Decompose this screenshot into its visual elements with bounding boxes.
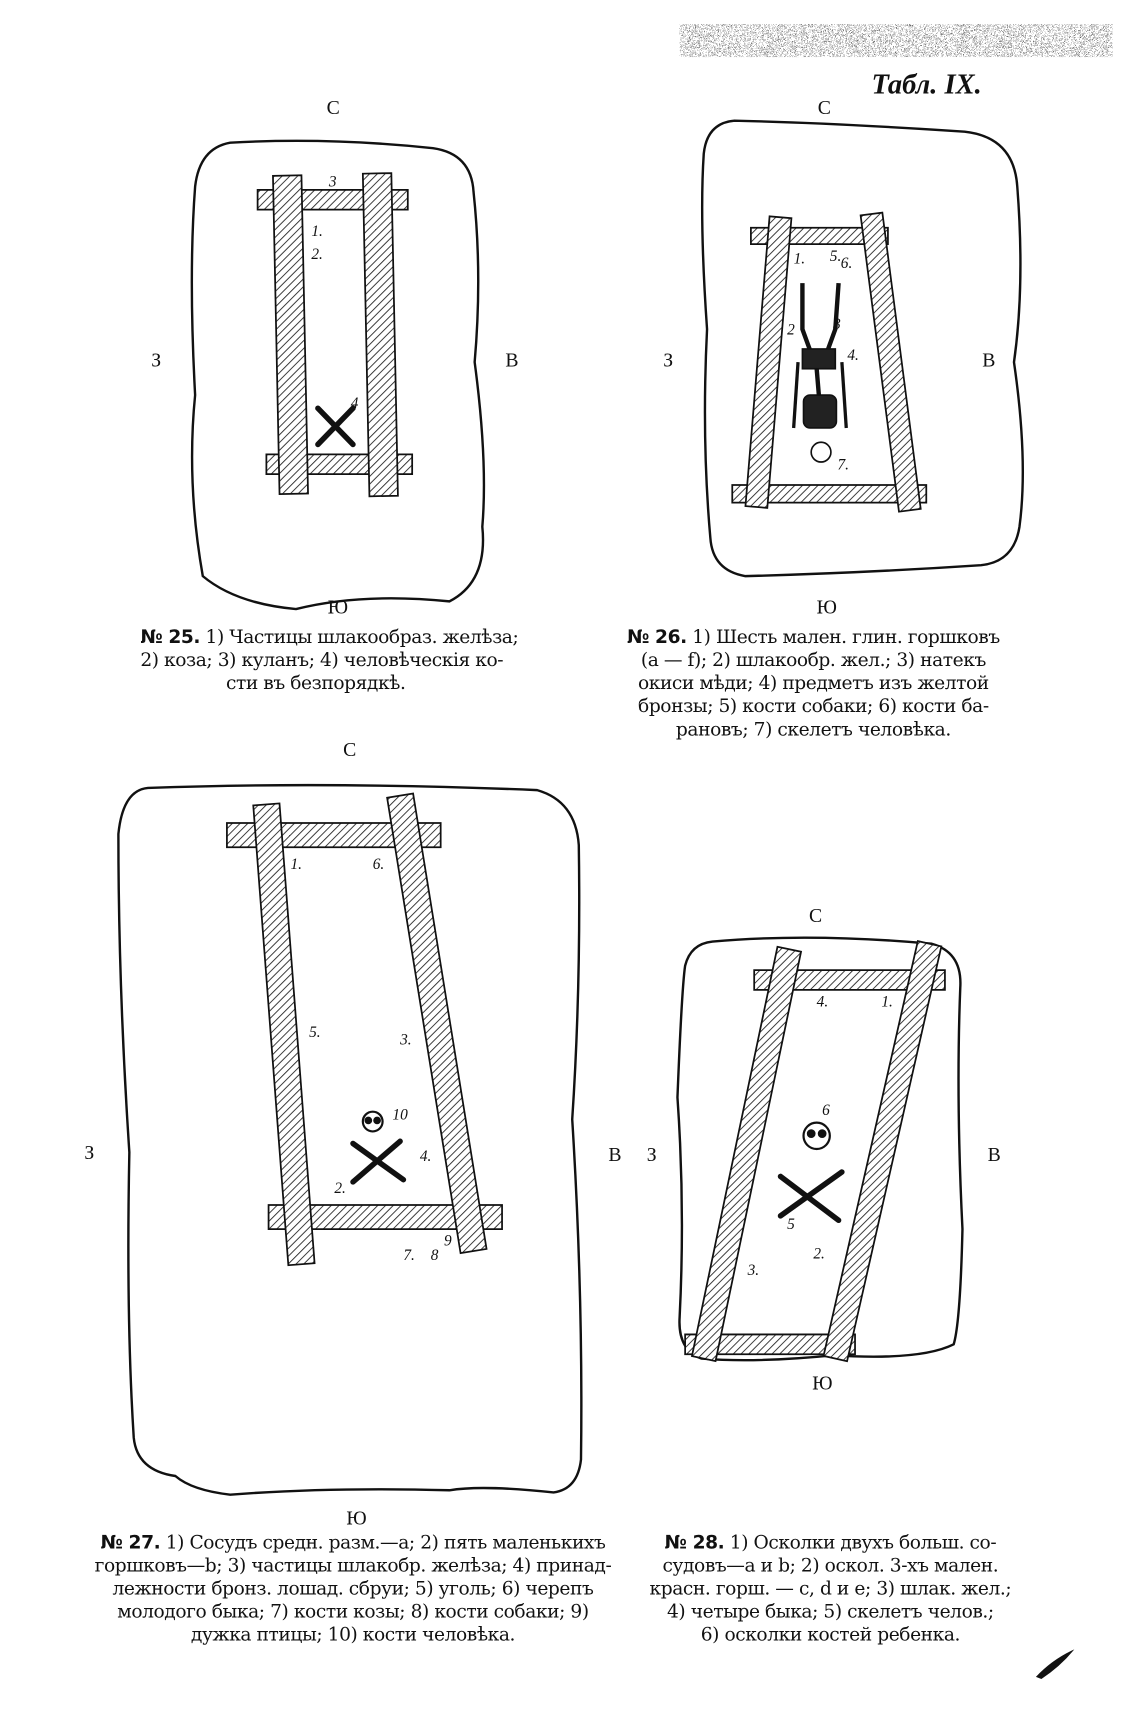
compass-north-25: С xyxy=(326,96,340,119)
caption-line: 1) Сосудъ средн. разм.—a; 2) пять малень… xyxy=(165,1531,606,1554)
find-label: 1. xyxy=(290,856,302,873)
find-label: 5. xyxy=(309,1024,321,1041)
log-beam xyxy=(386,792,488,1255)
compass-east-27: В xyxy=(608,1143,622,1166)
find-label: 4 xyxy=(351,395,359,412)
caption-line: судовъ—a и b; 2) оскол. 3-хъ мален. xyxy=(662,1555,999,1577)
log-beam xyxy=(744,215,793,509)
find-label: 6. xyxy=(841,255,853,272)
log-beam xyxy=(822,940,943,1363)
compass-south-25: Ю xyxy=(327,595,349,618)
caption-line: 4) четыре быка; 5) скелетъ челов.; xyxy=(666,1601,994,1624)
caption-28: № 28. 1) Осколки двухъ больш. со- судовъ… xyxy=(647,1532,1014,1647)
crossed-bones-icon xyxy=(777,1169,845,1224)
find-label: 1. xyxy=(881,993,893,1010)
find-label: 2 xyxy=(787,322,795,339)
compass-south-28: Ю xyxy=(812,1371,833,1394)
log-beams xyxy=(226,172,946,1363)
log-beam xyxy=(684,1333,856,1356)
caption-line: рановъ; 7) скелетъ человѣка. xyxy=(675,718,951,741)
compass-east-25: В xyxy=(505,348,519,371)
caption-line: окиси мѣди; 4) предметъ изъ желтой xyxy=(637,672,989,695)
find-label: 2. xyxy=(311,246,323,263)
find-label: 2. xyxy=(334,1180,346,1197)
caption-line: дужка птицы; 10) кости человѣка. xyxy=(190,1624,516,1647)
caption-line: горшковъ—b; 3) частицы шлакобр. желѣза; … xyxy=(94,1555,612,1577)
find-label: 2. xyxy=(813,1246,825,1263)
caption-line: 1) Частицы шлакообраз. желѣза; xyxy=(205,626,519,649)
caption-27: № 27. 1) Сосудъ средн. разм.—a; 2) пять … xyxy=(90,1532,616,1647)
grave-outline-27 xyxy=(117,783,583,1496)
compass-south-27: Ю xyxy=(346,1506,367,1529)
grave-outline-28 xyxy=(676,936,964,1362)
caption-line: красн. горш. — c, d и e; 3) шлак. жел.; xyxy=(649,1578,1012,1601)
compass-north-27: С xyxy=(343,738,357,761)
plate-title: Табл. IX. xyxy=(871,68,982,100)
caption-line: 1) Шесть мален. глин. горшковъ xyxy=(692,626,1000,649)
figure-number: № 27. xyxy=(100,1531,161,1554)
compass-north-26: С xyxy=(817,96,831,119)
find-label: 4. xyxy=(817,993,829,1010)
log-beam xyxy=(272,174,309,496)
caption-line: (a — f); 2) шлакообр. жел.; 3) натекъ xyxy=(640,649,986,672)
log-beam xyxy=(753,969,946,991)
ink-mark xyxy=(1035,1649,1075,1680)
log-beam xyxy=(267,1204,503,1230)
crossed-bones-icon xyxy=(315,405,356,448)
caption-26: № 26. 1) Шесть мален. глин. горшковъ (a … xyxy=(616,627,1011,742)
skeleton-icon xyxy=(792,282,848,463)
compass-east-26: В xyxy=(982,348,996,371)
caption-line: 2) коза; 3) куланъ; 4) человѣческія ко- xyxy=(140,649,504,672)
caption-line: лежности бронз. лошад. сбруи; 5) уголь; … xyxy=(112,1578,594,1601)
find-label: 6 xyxy=(822,1102,830,1119)
log-beam xyxy=(859,211,922,513)
find-label: 1. xyxy=(311,223,323,240)
find-label: 6. xyxy=(373,856,385,873)
skull-icon xyxy=(361,1110,384,1133)
find-label: 1. xyxy=(794,250,806,267)
skull-icon xyxy=(802,1121,831,1151)
log-beam xyxy=(252,802,316,1267)
log-beam xyxy=(690,945,803,1363)
find-label: 8 xyxy=(431,1247,439,1264)
find-label: 4. xyxy=(847,347,859,364)
compass-east-28: В xyxy=(987,1143,1001,1166)
log-beam xyxy=(361,172,399,498)
caption-line: 6) осколки костей ребенка. xyxy=(700,1624,961,1647)
find-label: 9 xyxy=(444,1233,452,1250)
find-label: 7. xyxy=(403,1247,415,1264)
caption-line: молодого быка; 7) кости козы; 8) кости с… xyxy=(117,1601,589,1624)
print-smudge xyxy=(679,24,1113,58)
find-label: 3. xyxy=(747,1262,760,1279)
find-label: 3 xyxy=(832,316,841,333)
grave-outline-25 xyxy=(190,139,486,611)
compass-south-26: Ю xyxy=(816,595,837,618)
caption-line: бронзы; 5) кости собаки; 6) кости ба- xyxy=(638,695,989,718)
find-label: 4. xyxy=(420,1148,432,1165)
caption-25: № 25. 1) Частицы шлакообраз. желѣза; 2) … xyxy=(140,626,518,696)
caption-line: 1) Осколки двухъ больш. со- xyxy=(729,1531,997,1554)
compass-north-28: С xyxy=(808,904,823,927)
find-label: 10 xyxy=(392,1106,408,1123)
find-label: 3. xyxy=(399,1032,412,1049)
find-label: 7. xyxy=(837,457,849,474)
grave-outline-26 xyxy=(700,119,1025,578)
compass-west-27: З xyxy=(84,1141,95,1164)
find-label: 3 xyxy=(328,174,337,191)
figure-number: № 26. xyxy=(627,626,687,649)
find-label: 5. xyxy=(830,248,842,265)
figure-number: № 25. xyxy=(140,626,201,649)
figure-number: № 28. xyxy=(664,1531,725,1554)
compass-west-28: З xyxy=(646,1143,657,1166)
log-beam xyxy=(731,484,928,504)
compass-west-25: З xyxy=(151,348,162,371)
find-label: 5 xyxy=(787,1216,795,1233)
caption-line: сти въ безпорядкѣ. xyxy=(225,672,406,695)
compass-west-26: З xyxy=(663,348,674,371)
crossed-bones-icon xyxy=(350,1138,407,1185)
